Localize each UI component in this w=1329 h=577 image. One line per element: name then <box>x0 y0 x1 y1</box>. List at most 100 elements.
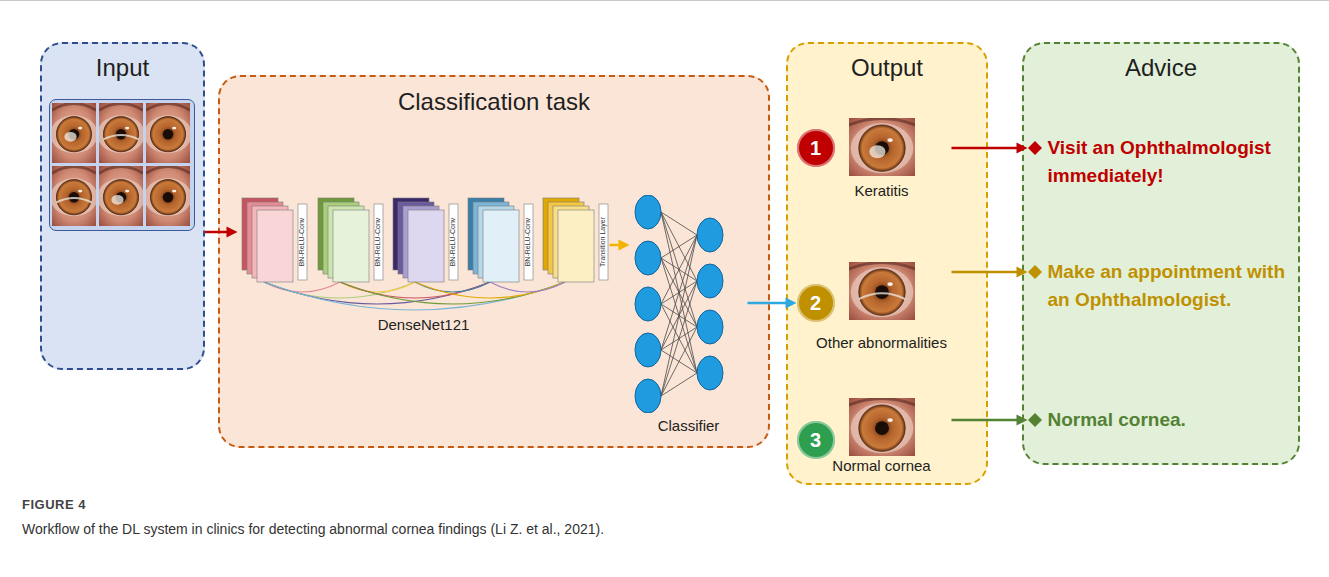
eye-photo <box>849 262 915 320</box>
dense-connection <box>490 282 565 292</box>
illustration-part <box>858 124 904 170</box>
panel-title: Output <box>788 53 986 83</box>
illustration-part <box>146 166 190 173</box>
dense-connection <box>264 282 565 310</box>
illustration-part <box>858 404 904 450</box>
network-link <box>661 212 697 373</box>
layer-label: BN-ReLU-Conv <box>374 217 382 266</box>
illustration-part <box>56 116 91 151</box>
network-link <box>661 235 697 350</box>
illustration-part <box>172 126 176 129</box>
neuron <box>635 195 661 229</box>
illustration-part <box>858 268 904 314</box>
layer-label: BN-ReLU-Conv <box>524 217 532 266</box>
illustration-part <box>146 166 190 226</box>
illustration-part <box>125 126 129 129</box>
illustration-part <box>99 178 143 216</box>
illustration-part <box>146 178 190 216</box>
illustration-part <box>849 262 915 268</box>
layer-box <box>449 204 458 280</box>
panel-title: Input <box>42 53 203 83</box>
neuron <box>697 356 723 390</box>
illustration-part <box>52 166 96 173</box>
layer-label: BN-ReLU-Conv <box>449 217 457 266</box>
eye-photo <box>146 103 190 163</box>
classifier-network: Classifier <box>630 195 748 443</box>
panel-title: Advice <box>1024 53 1298 83</box>
layer-label: BN-ReLU-Conv <box>298 217 306 266</box>
network-link <box>661 212 697 235</box>
eye-photo <box>849 118 915 176</box>
eye-photo <box>99 103 143 163</box>
eye-photo <box>52 103 96 163</box>
illustration-part <box>146 103 190 110</box>
illustration-part <box>52 178 96 216</box>
eye-photo <box>52 166 96 226</box>
illustration-part <box>99 166 143 173</box>
number-circle: 1 <box>797 129 835 167</box>
feature-map <box>558 210 594 282</box>
advice-text: Visit an Ophthalmologist immediately! <box>1048 134 1294 190</box>
top-rule <box>0 0 1329 1</box>
network-link <box>661 281 697 396</box>
illustration-part <box>52 166 96 226</box>
network-link <box>661 373 697 396</box>
illustration-part <box>849 118 915 124</box>
block-label: Classifier <box>630 417 748 435</box>
illustration-part <box>78 189 82 192</box>
illustration-part <box>99 166 143 226</box>
neuron <box>697 264 723 298</box>
output-caption: Keratitis <box>854 182 908 200</box>
classification-panel: Classification taskBN-ReLU-ConvBN-ReLU-C… <box>218 75 770 448</box>
figure-number: FIGURE 4 <box>22 497 86 512</box>
illustration-part <box>849 262 915 320</box>
layer-box <box>599 204 608 280</box>
illustration-part <box>850 403 913 453</box>
output-item: 1Keratitis <box>797 112 952 204</box>
diamond-bullet <box>1028 265 1042 279</box>
diamond-bullet <box>1028 413 1042 427</box>
illustration-part <box>849 398 915 404</box>
layer-box <box>524 204 533 280</box>
illustration-part <box>99 103 143 163</box>
network-link <box>661 235 697 396</box>
feature-map <box>408 210 444 282</box>
neuron <box>635 379 661 413</box>
illustration-part <box>849 118 915 176</box>
diamond-bullet <box>1028 141 1042 155</box>
illustration-part <box>875 421 889 435</box>
illustration-part <box>172 189 176 192</box>
output-panel: Output 1Keratitis 2Other abnormalities 3Nor… <box>786 42 988 485</box>
illustration-part <box>869 145 885 158</box>
illustration-part <box>56 198 91 202</box>
dense-connection <box>415 282 565 298</box>
illustration-part <box>52 103 96 110</box>
block-label: DenseNet121 <box>238 316 610 334</box>
illustration-part <box>162 128 173 139</box>
illustration-part <box>111 194 123 204</box>
neuron <box>697 310 723 344</box>
layer-box <box>374 204 383 280</box>
illustration-part <box>56 179 91 214</box>
output-item: 3Normal cornea <box>797 394 952 480</box>
feature-map <box>333 210 369 282</box>
eye-photo <box>99 166 143 226</box>
neuron <box>697 218 723 252</box>
advice-text: Normal cornea. <box>1048 406 1294 434</box>
illustration-part <box>78 126 82 129</box>
illustration-part <box>103 179 138 214</box>
illustration-part <box>150 179 185 214</box>
output-caption: Other abnormalities <box>816 334 947 352</box>
layer-label: Transition Layer <box>599 217 607 267</box>
illustration-part <box>850 123 913 173</box>
illustration-part <box>52 103 96 163</box>
number-circle: 2 <box>797 284 835 322</box>
illustration-part <box>887 282 893 286</box>
network-link <box>661 235 697 258</box>
illustration-part <box>875 285 889 299</box>
illustration-part <box>850 267 913 317</box>
illustration-part <box>146 103 190 163</box>
illustration-part <box>125 189 129 192</box>
advice-item: Normal cornea. <box>1028 406 1294 434</box>
